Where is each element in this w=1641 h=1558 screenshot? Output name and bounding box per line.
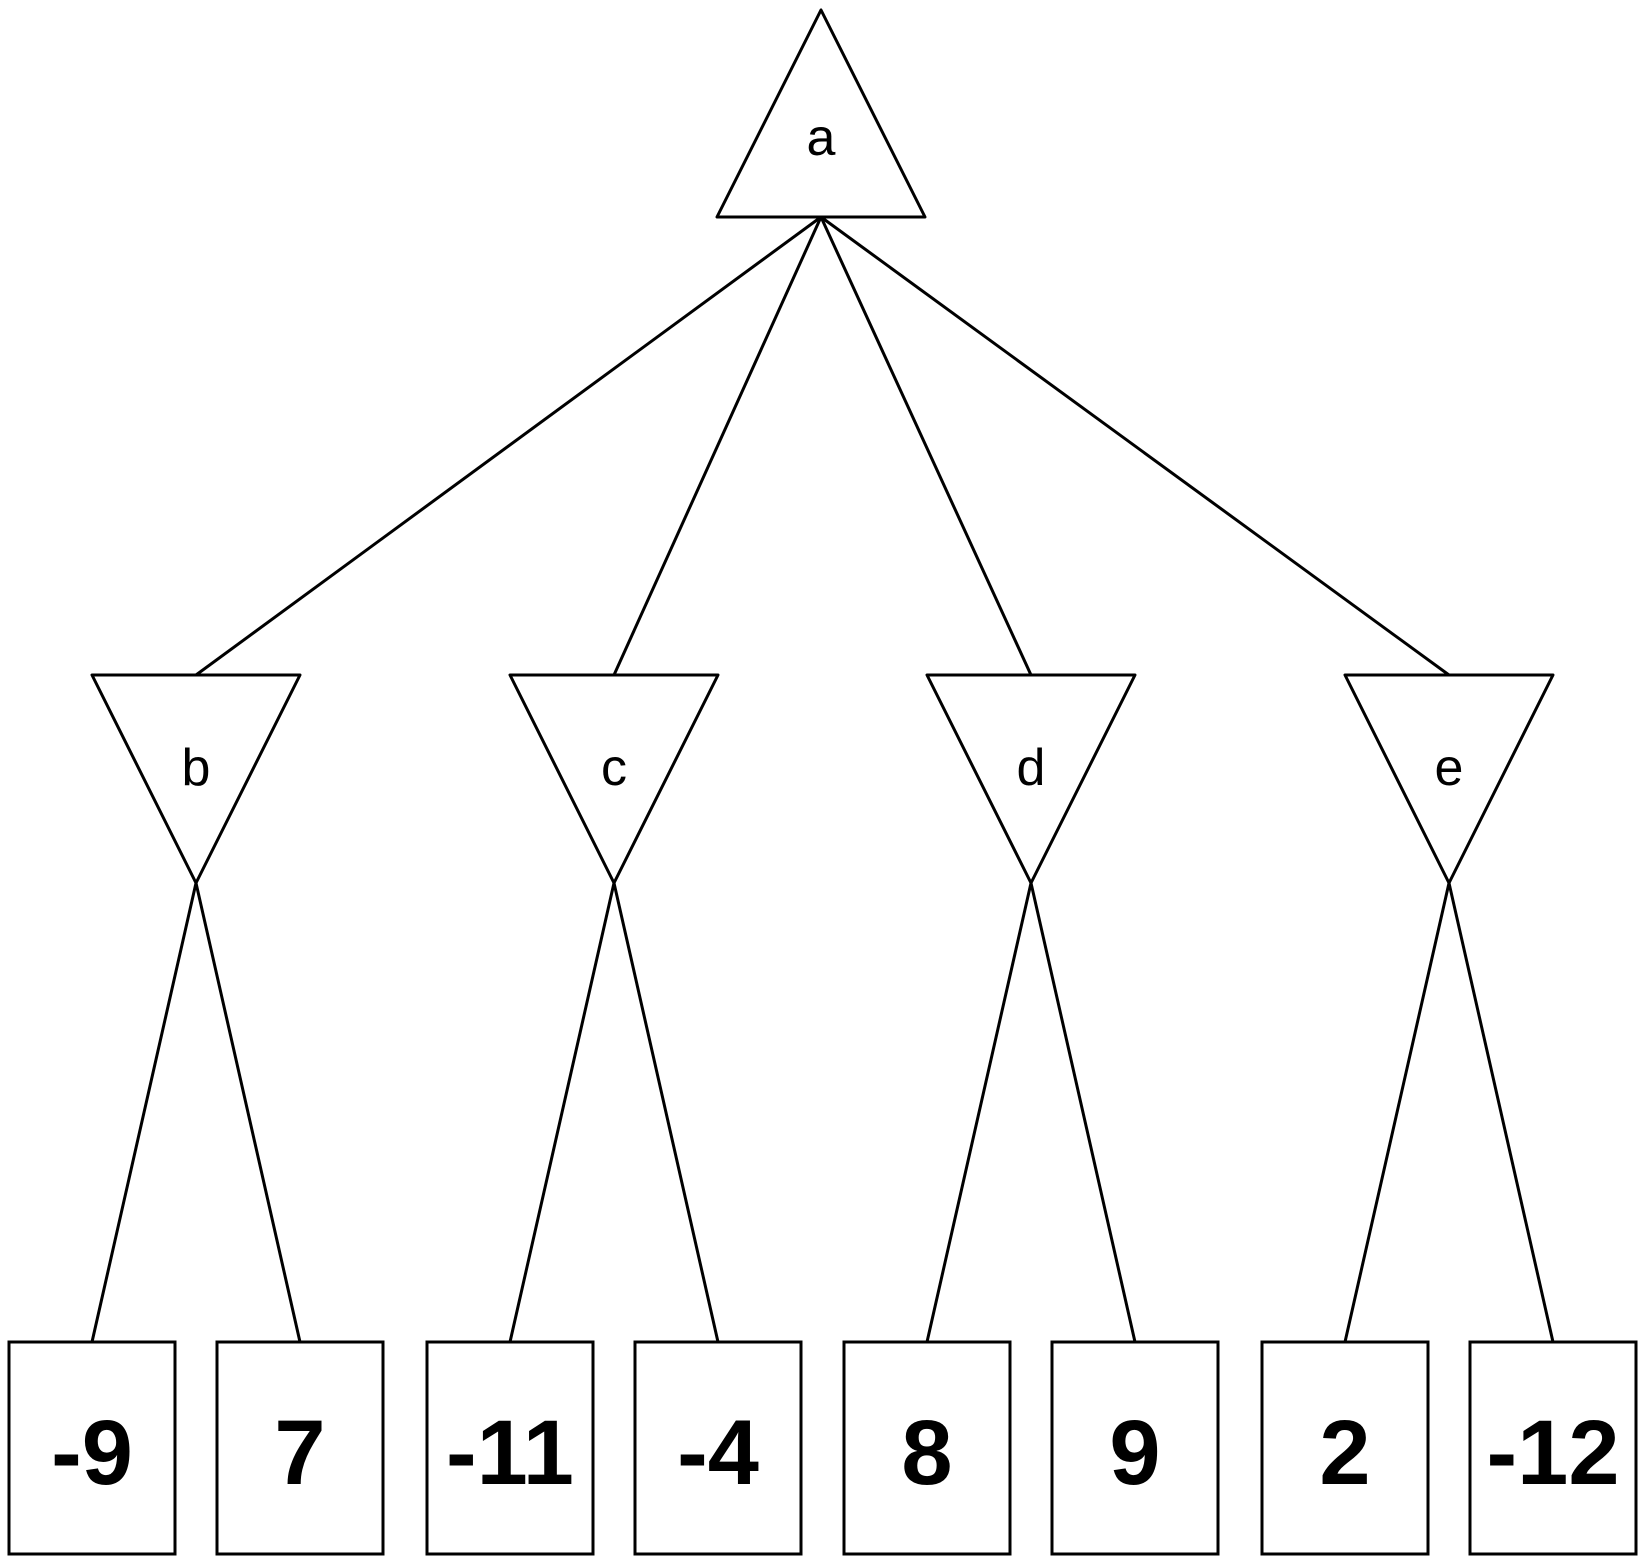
leaf-box	[842, 1340, 1012, 1556]
leaf-d-2: 9	[1050, 1340, 1220, 1556]
leaf-box	[1050, 1340, 1220, 1556]
node-a: a	[715, 8, 927, 219]
leaf-value: -12	[1487, 1402, 1620, 1504]
node-c: c	[508, 673, 720, 885]
leaf-c-2: -4	[633, 1340, 803, 1556]
leaf-c-1: -11	[425, 1340, 595, 1556]
edge-c-leaf-2	[612, 882, 720, 1343]
leaf-value: -11	[446, 1402, 574, 1504]
min-node-triangle-down	[90, 673, 302, 885]
leaf-value: 8	[901, 1402, 952, 1504]
max-node-triangle-up	[715, 8, 927, 219]
leaf-value: 2	[1319, 1402, 1370, 1504]
node-d: d	[925, 673, 1137, 885]
leaf-e-2: -12	[1468, 1340, 1638, 1556]
edge-a-b	[195, 215, 822, 677]
edge-a-c	[612, 216, 823, 676]
node-label-e: e	[1435, 739, 1464, 797]
tree-edges	[90, 215, 1555, 1343]
leaf-box	[1260, 1340, 1430, 1556]
node-label-c: c	[601, 739, 627, 797]
leaf-value: 7	[274, 1402, 325, 1504]
leaf-value: -9	[51, 1402, 133, 1504]
leaf-box	[1468, 1340, 1638, 1556]
leaf-box	[7, 1340, 177, 1556]
node-label-b: b	[182, 739, 211, 797]
node-e: e	[1343, 673, 1555, 885]
edge-a-e	[820, 215, 1450, 677]
edge-c-leaf-1	[508, 882, 616, 1343]
tree-leaves: -9 7 -11 -4 8 9 2 -12	[7, 1340, 1638, 1556]
min-node-triangle-down	[508, 673, 720, 885]
node-label-a: a	[807, 109, 836, 167]
node-label-d: d	[1017, 739, 1046, 797]
node-b: b	[90, 673, 302, 885]
edge-d-leaf-2	[1029, 882, 1137, 1343]
min-node-triangle-down	[925, 673, 1137, 885]
leaf-e-1: 2	[1260, 1340, 1430, 1556]
edge-d-leaf-1	[925, 882, 1033, 1343]
leaf-box	[215, 1340, 385, 1556]
tree-nodes: a b c d e	[90, 8, 1555, 885]
leaf-b-1: -9	[7, 1340, 177, 1556]
edge-b-leaf-1	[90, 882, 198, 1343]
leaf-value: -4	[677, 1402, 759, 1504]
leaf-d-1: 8	[842, 1340, 1012, 1556]
leaf-b-2: 7	[215, 1340, 385, 1556]
edge-e-leaf-1	[1343, 882, 1451, 1343]
edge-b-leaf-2	[194, 882, 302, 1343]
leaf-value: 9	[1109, 1402, 1160, 1504]
leaf-box	[425, 1340, 595, 1556]
edge-a-d	[819, 216, 1033, 676]
min-node-triangle-down	[1343, 673, 1555, 885]
edge-e-leaf-2	[1447, 882, 1555, 1343]
leaf-box	[633, 1340, 803, 1556]
